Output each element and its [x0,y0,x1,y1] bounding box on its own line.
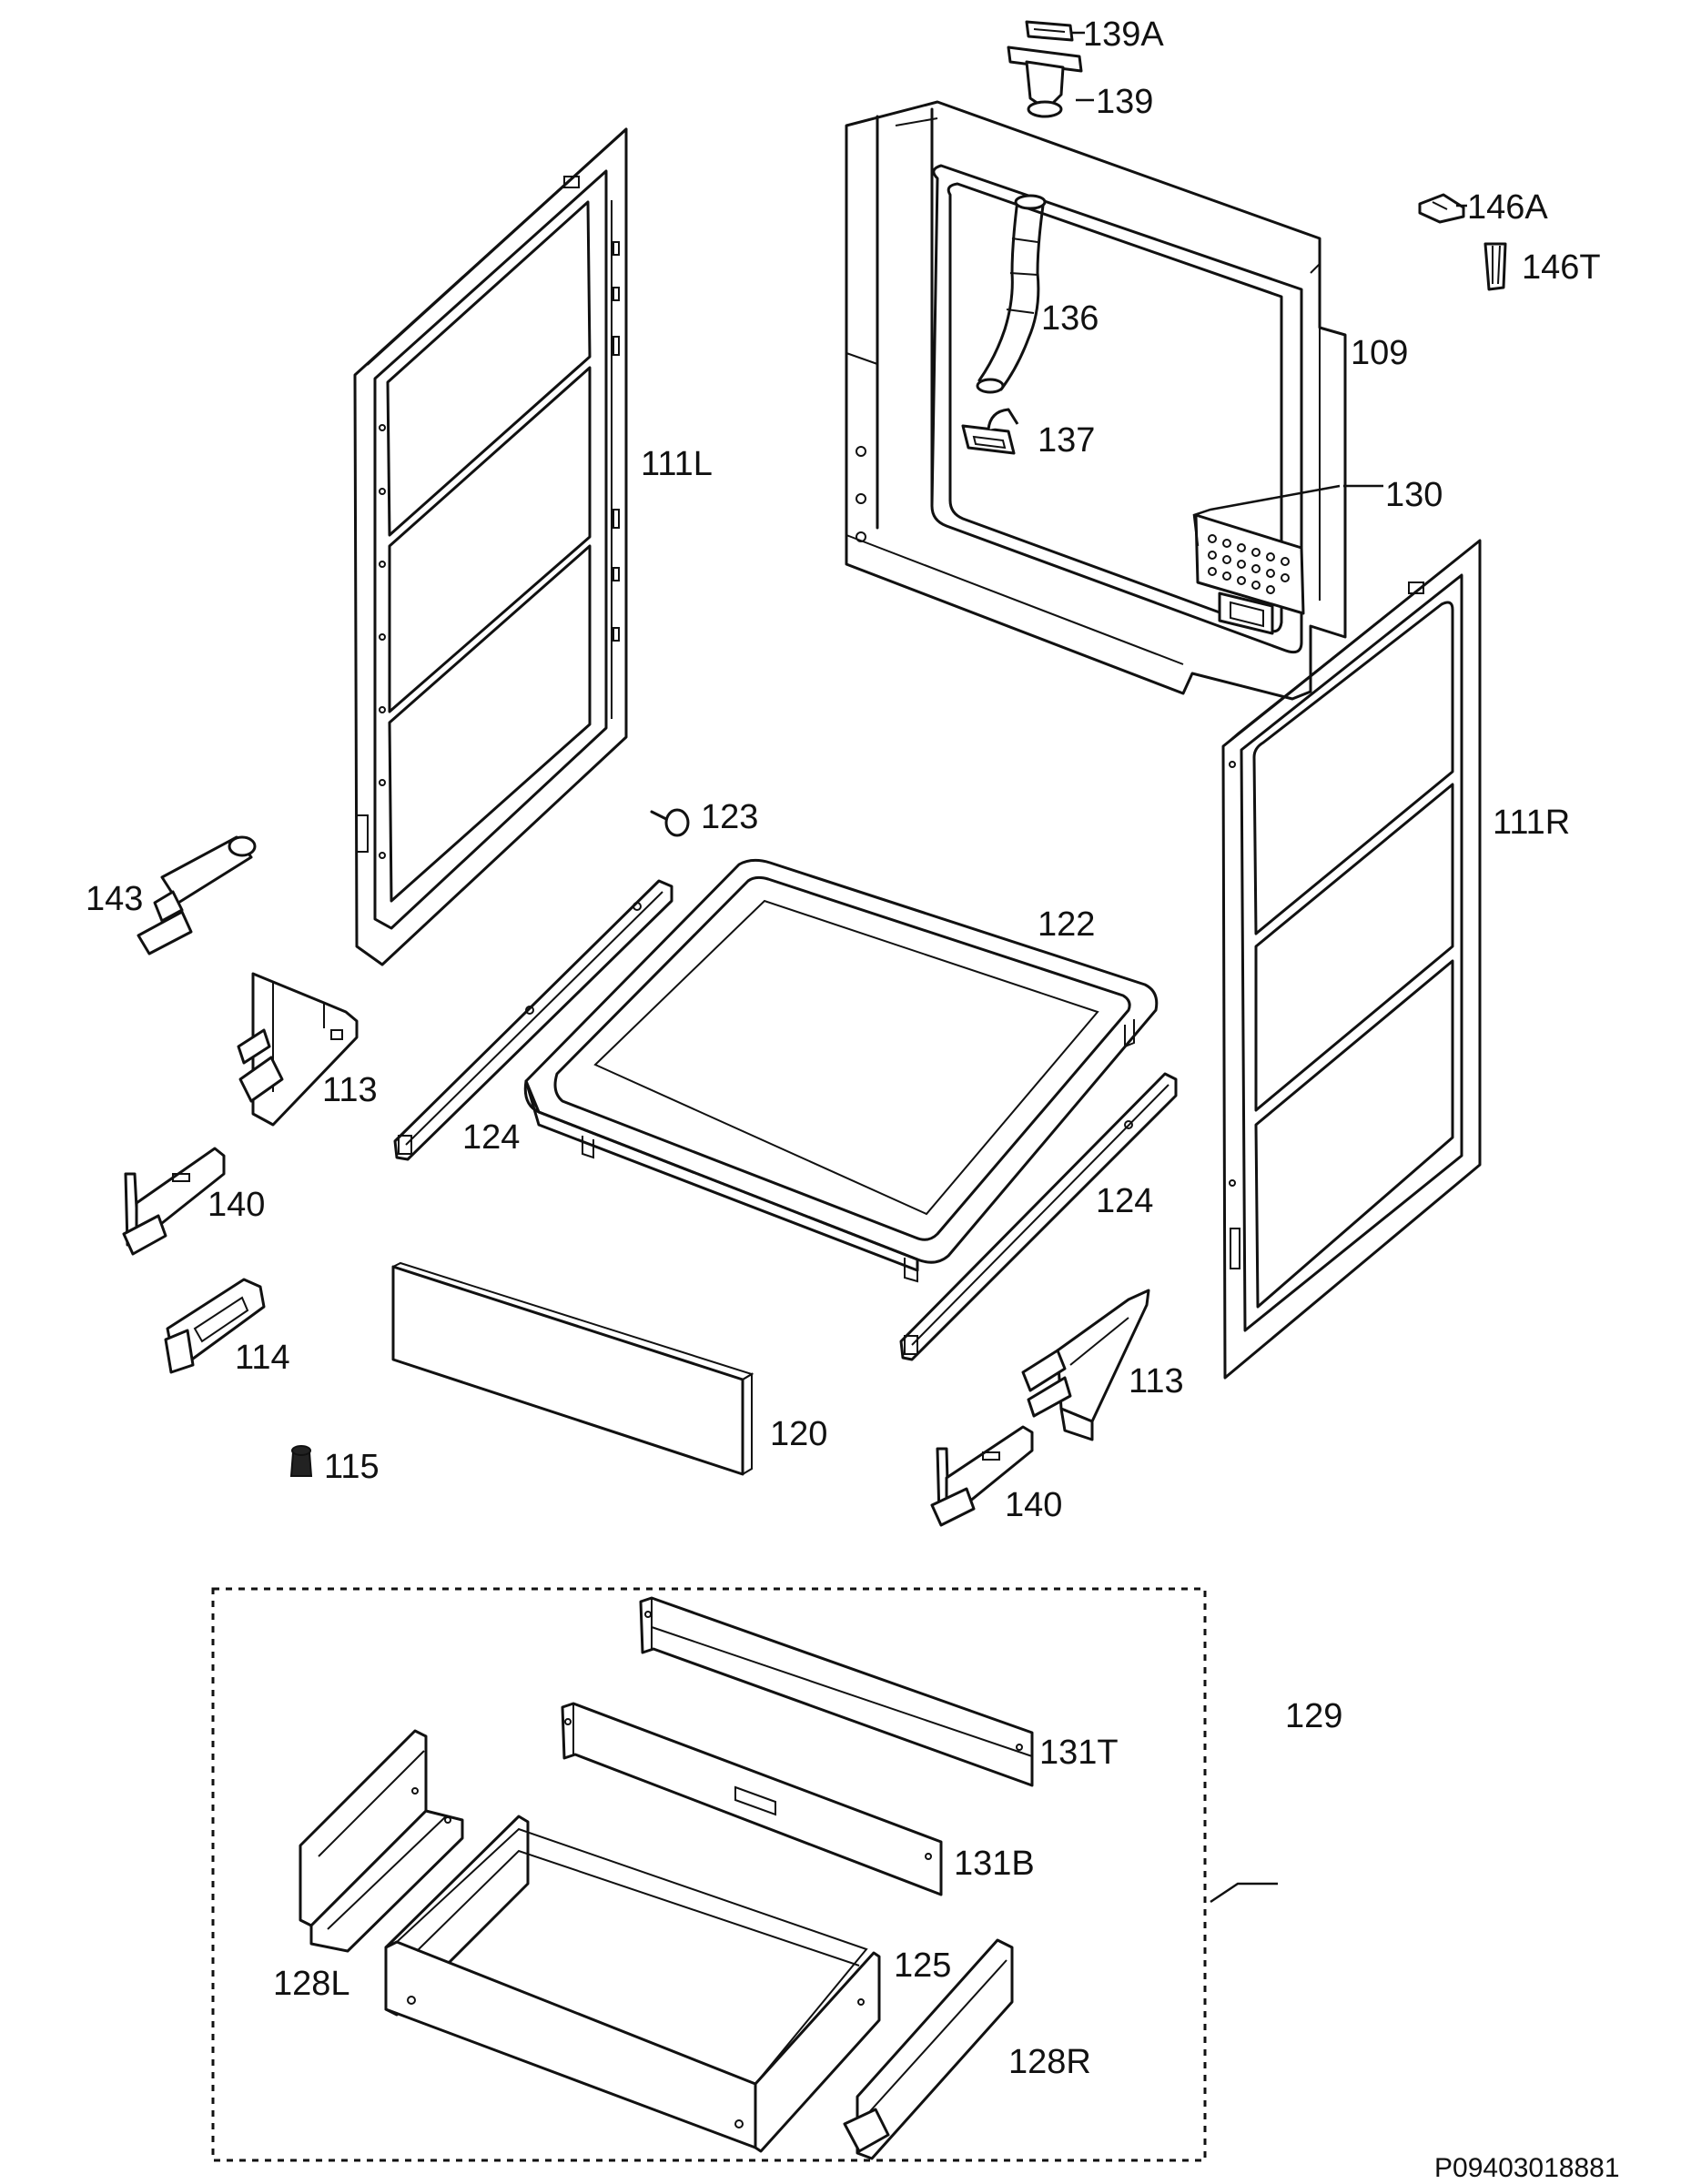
callout-123: 123 [701,798,758,836]
part-140-left-hinge [122,1147,226,1256]
callout-114: 114 [235,1339,290,1377]
callout-139: 139 [1096,83,1153,121]
part-137-seal [961,408,1019,455]
part-120-front-panel [391,1261,754,1476]
part-114-hinge [164,1278,266,1374]
drawing-code: P09403018881 [1434,2153,1620,2183]
callout-137: 137 [1038,421,1095,460]
part-122-drawer-pan [523,858,1159,1283]
part-131b-bottom-rail [561,1702,943,1896]
part-143-damper [137,835,257,956]
callout-130: 130 [1385,476,1443,514]
part-139-vent-outlet [1007,46,1083,118]
callout-111l: 111L [641,445,713,483]
callout-111r: 111R [1493,804,1570,842]
callout-128l: 128L [273,1965,350,2003]
part-136-hose [976,194,1047,394]
part-113-left-hinge-bracket [237,972,359,1127]
part-124-left-runner [393,879,673,1161]
part-111r-right-side-panel [1221,539,1482,1380]
part-111l-left-side-panel [353,127,628,966]
group-129-dashed-box [211,1587,1207,2162]
callout-128r: 128R [1008,2043,1091,2081]
part-131t-top-rail [639,1596,1034,1787]
callout-136: 136 [1041,299,1099,338]
callout-122: 122 [1038,905,1095,944]
callout-120: 120 [770,1415,827,1453]
callout-146t: 146T [1522,248,1601,287]
part-113-right-hinge-bracket [1021,1289,1150,1441]
part-109-back-panel [845,100,1347,701]
part-115-foot [289,1445,313,1477]
part-130-cover [1194,513,1305,635]
part-139a-vent-clip [1025,20,1074,42]
callout-146a: 146A [1467,188,1548,227]
callout-129: 129 [1285,1697,1342,1735]
part-128r-right-support [843,1938,1014,2160]
leader-lines [1072,31,1467,1904]
part-146t-clip [1483,242,1507,291]
callout-143: 143 [86,880,143,918]
part-123-knob [650,808,690,837]
callout-125: 125 [894,1946,951,1985]
callout-113-left: 113 [322,1071,378,1109]
part-128l-left-support [299,1729,464,1953]
part-125-base-frame [384,1815,881,2153]
callout-113-right: 113 [1129,1362,1184,1400]
callout-131t: 131T [1039,1734,1119,1772]
callout-labels: 139A 139 146A 146T 136 109 111L 137 130 … [86,15,1601,2081]
part-124-right-runner [899,1072,1178,1361]
callout-124-right: 124 [1096,1182,1153,1220]
callout-140-right: 140 [1005,1486,1062,1524]
part-146a-bracket [1418,193,1465,224]
callout-131b: 131B [954,1845,1035,1883]
callout-109: 109 [1351,334,1408,372]
callout-115: 115 [324,1448,380,1486]
callout-124-left: 124 [462,1118,520,1157]
callout-140-left: 140 [208,1186,265,1224]
part-140-right-hinge [930,1425,1034,1527]
callout-139a: 139A [1083,15,1164,54]
